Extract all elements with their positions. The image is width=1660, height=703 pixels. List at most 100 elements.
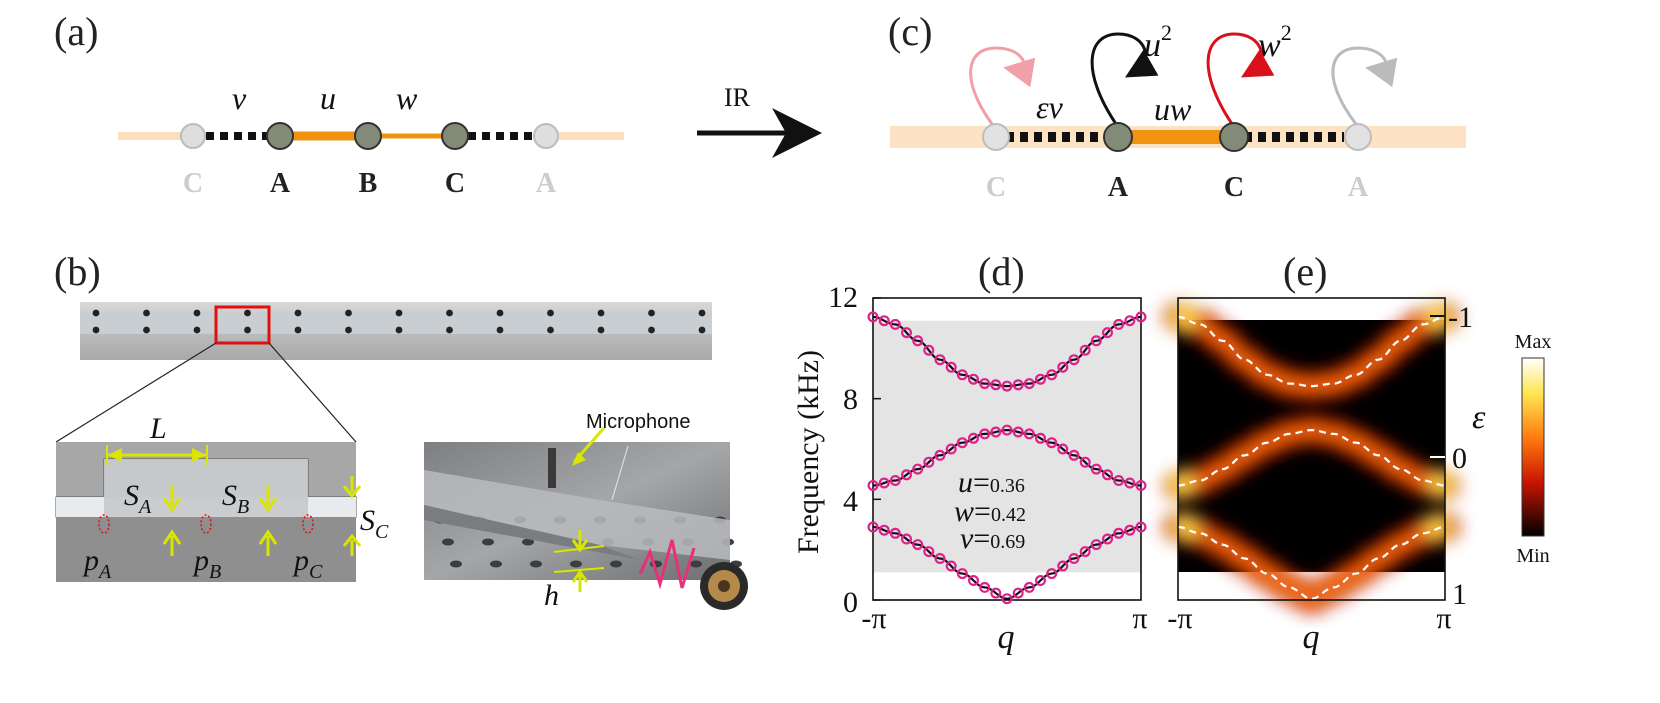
measured-point (878, 315, 890, 327)
measured-point (1101, 533, 1113, 545)
xtick-d-pi: π (1132, 602, 1147, 635)
waveguide-hole (244, 326, 251, 334)
colorbar-min-label: Min (1516, 545, 1549, 567)
measured-point (967, 373, 979, 385)
xtick-e-minus-pi: -π (1167, 602, 1192, 635)
site-a-ghost-c: A (1348, 172, 1369, 203)
band-curves (872, 315, 1142, 600)
waveguide-hole (92, 326, 100, 334)
site-c-c: C (1224, 172, 1244, 203)
measured-point (900, 469, 912, 481)
measured-point (1057, 443, 1069, 455)
length-L-label: L (149, 412, 167, 445)
ylabel-frequency: Frequency (kHz) (792, 350, 825, 554)
measured-point (878, 524, 890, 536)
waveguide-photo (55, 302, 712, 443)
band-shading (873, 320, 1141, 573)
site-label-c: C (445, 168, 465, 199)
measured-point (956, 369, 968, 381)
coupling-u-label: u (320, 80, 336, 116)
measured-point (1023, 428, 1035, 440)
waveguide-hole (193, 326, 201, 334)
param-v: v=0.69 (960, 522, 1025, 555)
measured-point (1113, 318, 1125, 330)
table-hole (442, 538, 454, 546)
site-a-c: A (1108, 172, 1129, 203)
measured-point (1101, 469, 1113, 481)
table-hole (530, 560, 542, 568)
measured-point (934, 354, 946, 366)
measured-point (912, 463, 924, 475)
measured-point (889, 318, 901, 330)
measured-point (990, 426, 1002, 438)
measured-point (1124, 315, 1136, 327)
waveguide-hole (446, 309, 453, 317)
waveguide-hole (597, 326, 605, 334)
ytick-e-0: 0 (1452, 442, 1467, 475)
measured-point (934, 552, 946, 564)
measured-point (1057, 361, 1069, 373)
coupling-ev-label: εv (1036, 89, 1064, 125)
measured-point (923, 546, 935, 558)
theory-curve-2 (1177, 428, 1446, 487)
panel-label-e: (e) (1283, 249, 1327, 294)
measured-point (1001, 593, 1013, 605)
measured-point (979, 378, 991, 390)
heat-hotspot (1423, 513, 1451, 542)
band-curve-1 (872, 525, 1142, 600)
measured-point (1135, 480, 1147, 492)
measured-point (1124, 477, 1136, 489)
ylabel-epsilon: ε (1472, 399, 1486, 436)
measured-point (1034, 432, 1046, 444)
waveguide-hole (648, 309, 655, 317)
waveguide-hole (597, 309, 605, 317)
measured-point (1124, 524, 1136, 536)
param-w: w=0.42 (954, 495, 1026, 528)
colorbar (1521, 357, 1545, 537)
site-c-ghost-c: C (986, 172, 1006, 203)
measured-point (1090, 539, 1102, 551)
panel-label-d: (d) (978, 249, 1025, 294)
measured-point (1090, 335, 1102, 347)
band-curve-2 (872, 428, 1142, 487)
measured-point (867, 521, 879, 533)
waveguide-hole (294, 326, 302, 334)
chart-d (867, 297, 1147, 605)
colorbar-max-label: Max (1515, 331, 1552, 353)
measured-point (889, 475, 901, 487)
measured-point (1079, 546, 1091, 558)
ytick-d-8: 8 (843, 383, 858, 416)
plot-frame-e (1177, 297, 1446, 601)
measured-point (1113, 475, 1125, 487)
param-u: u=0.36 (958, 466, 1025, 499)
measured-point (1046, 568, 1058, 580)
ir-label: IR (724, 83, 751, 112)
measured-points (867, 311, 1147, 605)
measured-point (900, 327, 912, 339)
waveguide-hole (92, 309, 100, 317)
panel-c-chain (890, 32, 1466, 152)
waveguide-hole (395, 326, 403, 334)
table-hole (482, 538, 494, 546)
ytick-d-0: 0 (843, 586, 858, 619)
ytick-e-minus1: -1 (1448, 301, 1473, 334)
measured-point (990, 379, 1002, 391)
ir-arrow (697, 108, 822, 158)
measured-point (1012, 587, 1024, 599)
ytick-d-12: 12 (828, 281, 858, 314)
theory-curve-3 (1177, 315, 1446, 388)
pressure-pB: pB (192, 544, 221, 583)
site-label-b: B (359, 168, 378, 199)
measured-point (1079, 456, 1091, 468)
waveguide-hole (547, 326, 554, 334)
measured-point (956, 568, 968, 580)
measured-point (990, 587, 1002, 599)
xlabel-q-d: q (998, 619, 1015, 656)
measured-point (878, 477, 890, 489)
waveguide-hole (496, 326, 504, 334)
cross-section-SC: SC (360, 504, 389, 543)
panel-label-c: (c) (888, 9, 932, 54)
measured-point (1068, 449, 1080, 461)
measured-point (945, 560, 957, 572)
